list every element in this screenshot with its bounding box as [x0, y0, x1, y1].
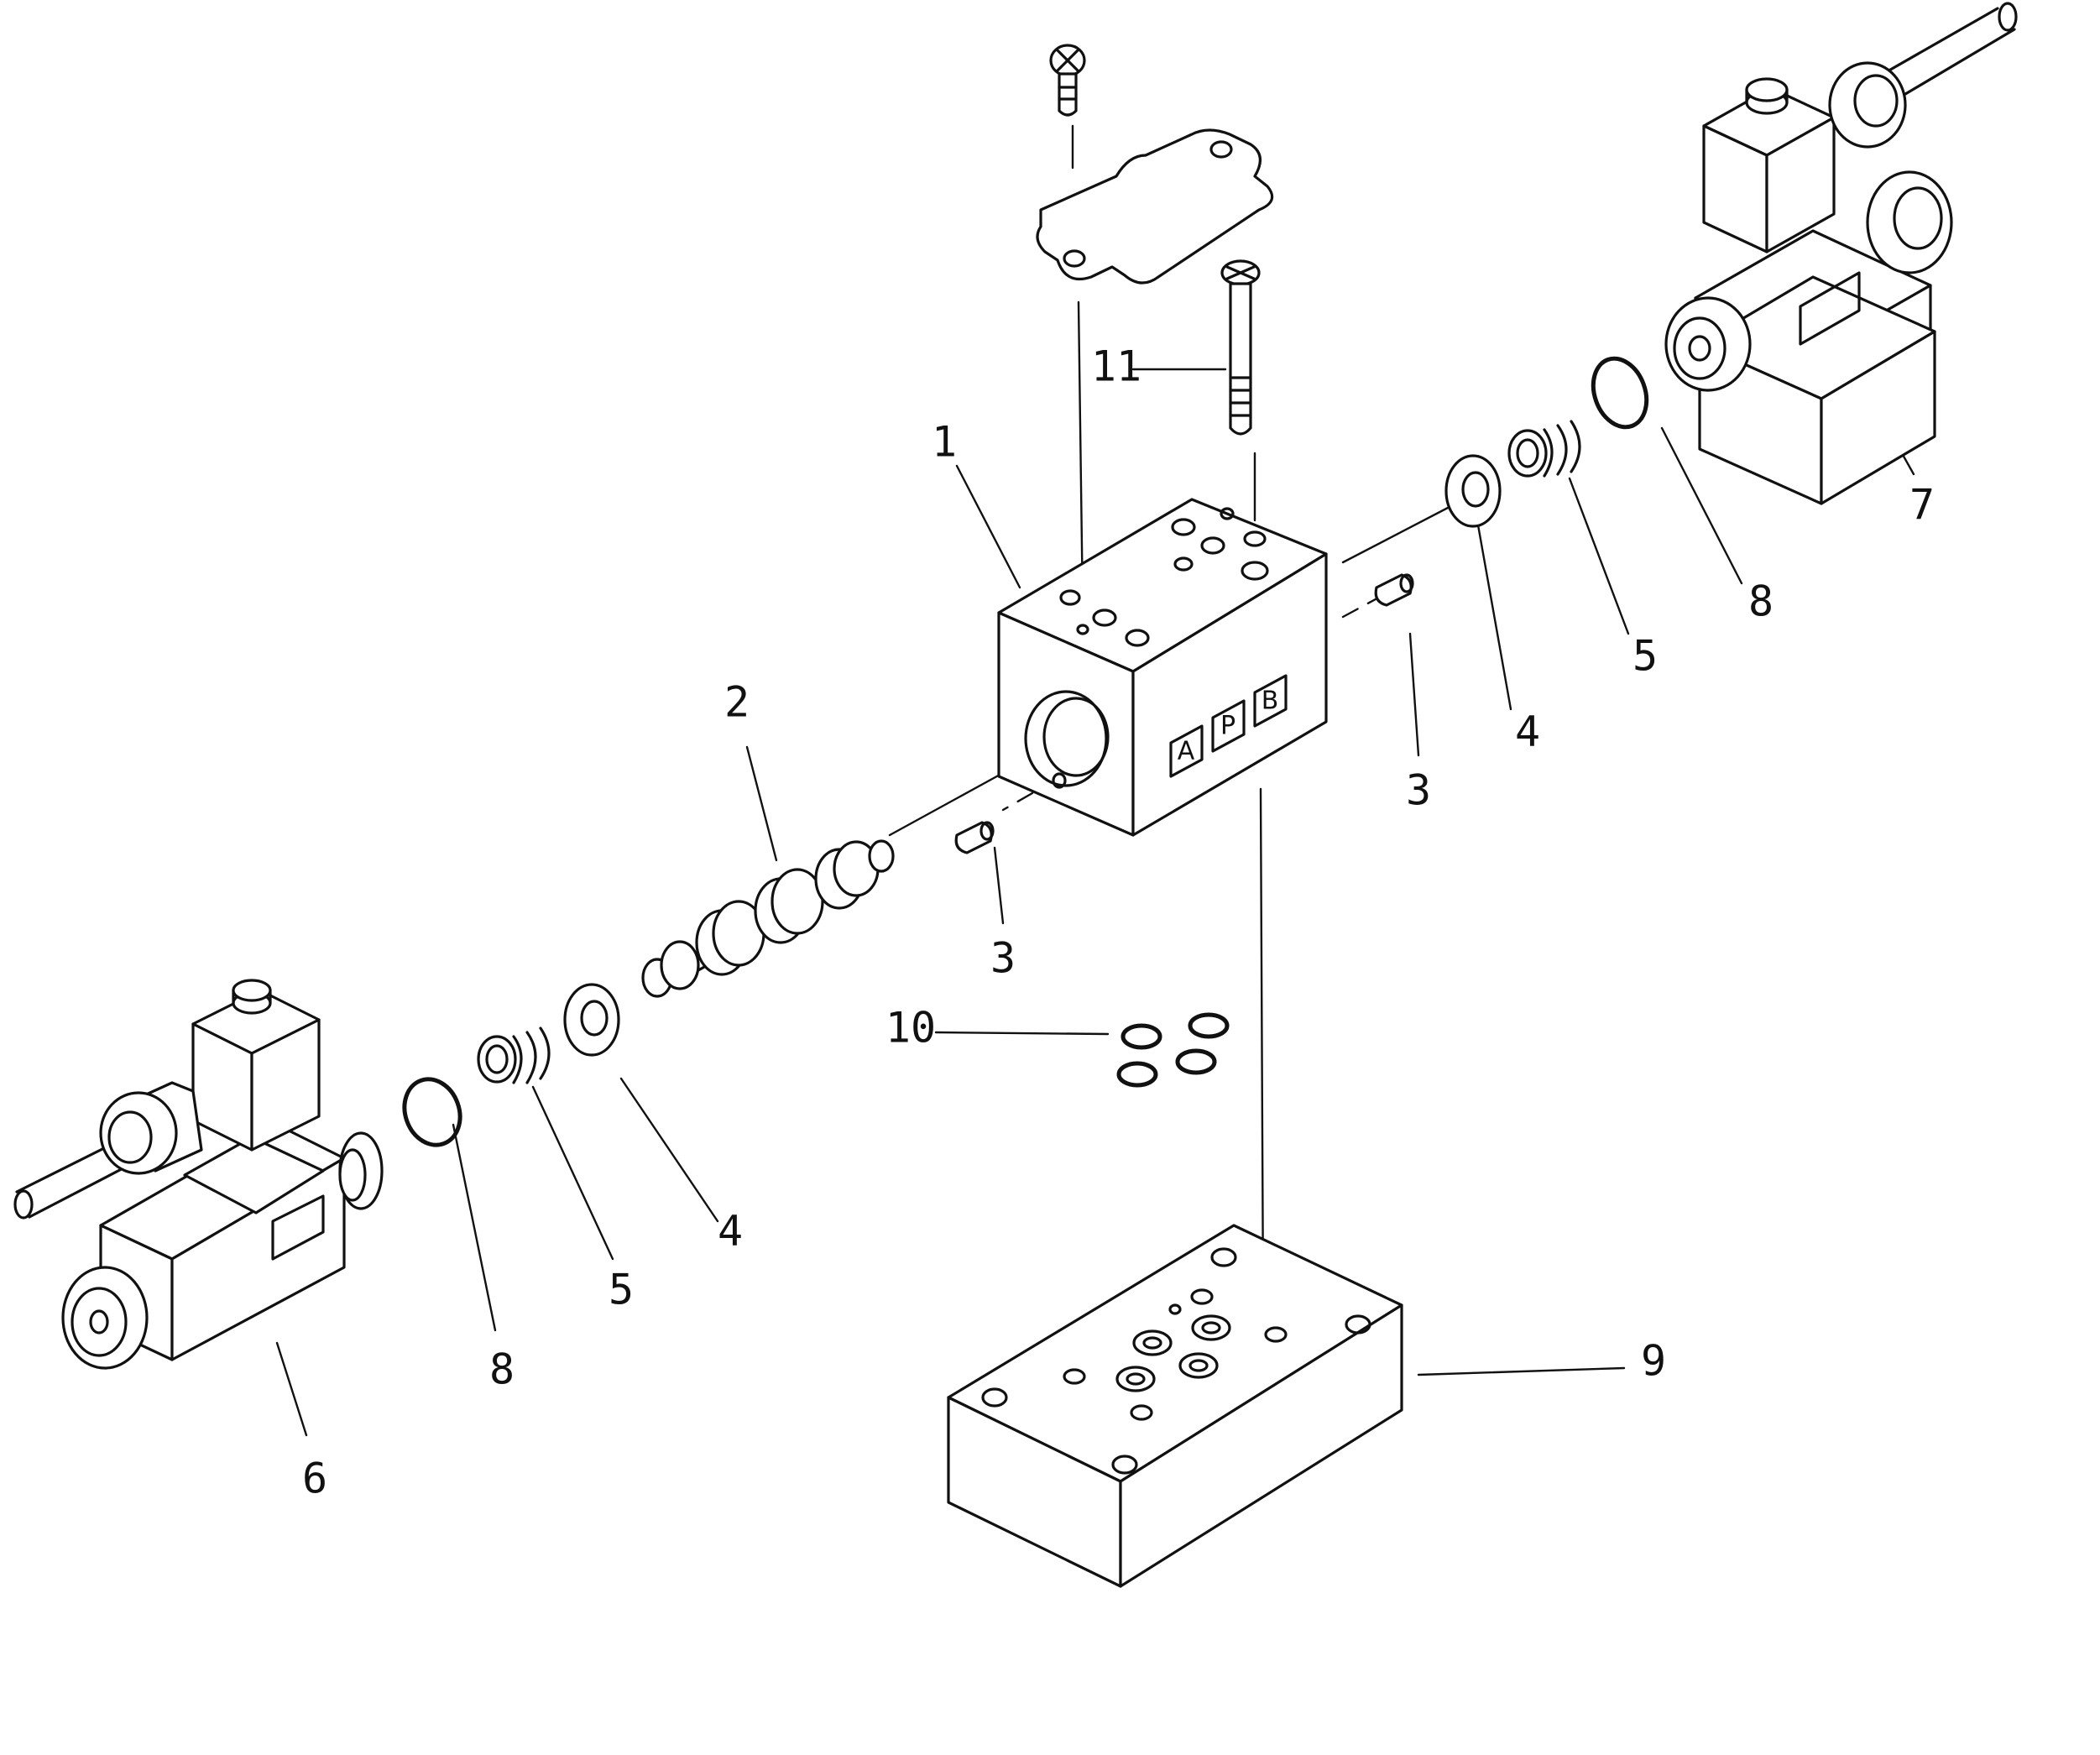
- callout-4-right: 4: [1515, 708, 1540, 756]
- port-a-label: A: [1178, 737, 1195, 766]
- solenoid-right: [1664, 2, 2018, 505]
- screw: [1049, 44, 1086, 117]
- valve-body-block: A P B: [997, 498, 1328, 837]
- solenoid-left: [13, 979, 384, 1370]
- callout-8-right: 8: [1748, 577, 1774, 626]
- port-p-label: P: [1220, 712, 1235, 741]
- callout-9: 9: [1641, 1337, 1666, 1386]
- o-ring-left: [402, 1077, 462, 1147]
- callout-10: 10: [885, 1004, 936, 1052]
- spool: [641, 839, 895, 998]
- bolt: [1220, 259, 1261, 436]
- o-ring-set: [1116, 1012, 1230, 1088]
- callout-3-right: 3: [1406, 766, 1431, 815]
- spring-right: [1507, 420, 1581, 478]
- callout-8-left: 8: [489, 1345, 515, 1394]
- washer-right: [1444, 454, 1502, 528]
- callout-1: 1: [932, 418, 957, 467]
- callout-6: 6: [302, 1455, 327, 1503]
- pin-left: [954, 821, 995, 854]
- callout-11: 11: [1091, 342, 1141, 391]
- callout-5-left: 5: [609, 1266, 634, 1314]
- base-plate: [947, 1224, 1403, 1588]
- washer-left: [563, 983, 620, 1057]
- callout-7: 7: [1909, 481, 1935, 530]
- pin-right: [1374, 573, 1414, 607]
- callout-5-right: 5: [1632, 632, 1658, 681]
- spring-left: [477, 1026, 551, 1084]
- cover-plate: [1036, 128, 1274, 285]
- callout-2: 2: [724, 678, 750, 727]
- o-ring-right: [1591, 356, 1649, 430]
- callouts: 1 2 3 3 4 4 5 5 6 7 8 8 9 10 11: [302, 342, 1935, 1503]
- callout-3-left: 3: [990, 934, 1016, 983]
- port-labels: A P B: [1169, 674, 1288, 778]
- port-b-label: B: [1262, 687, 1279, 716]
- callout-4-left: 4: [718, 1207, 743, 1256]
